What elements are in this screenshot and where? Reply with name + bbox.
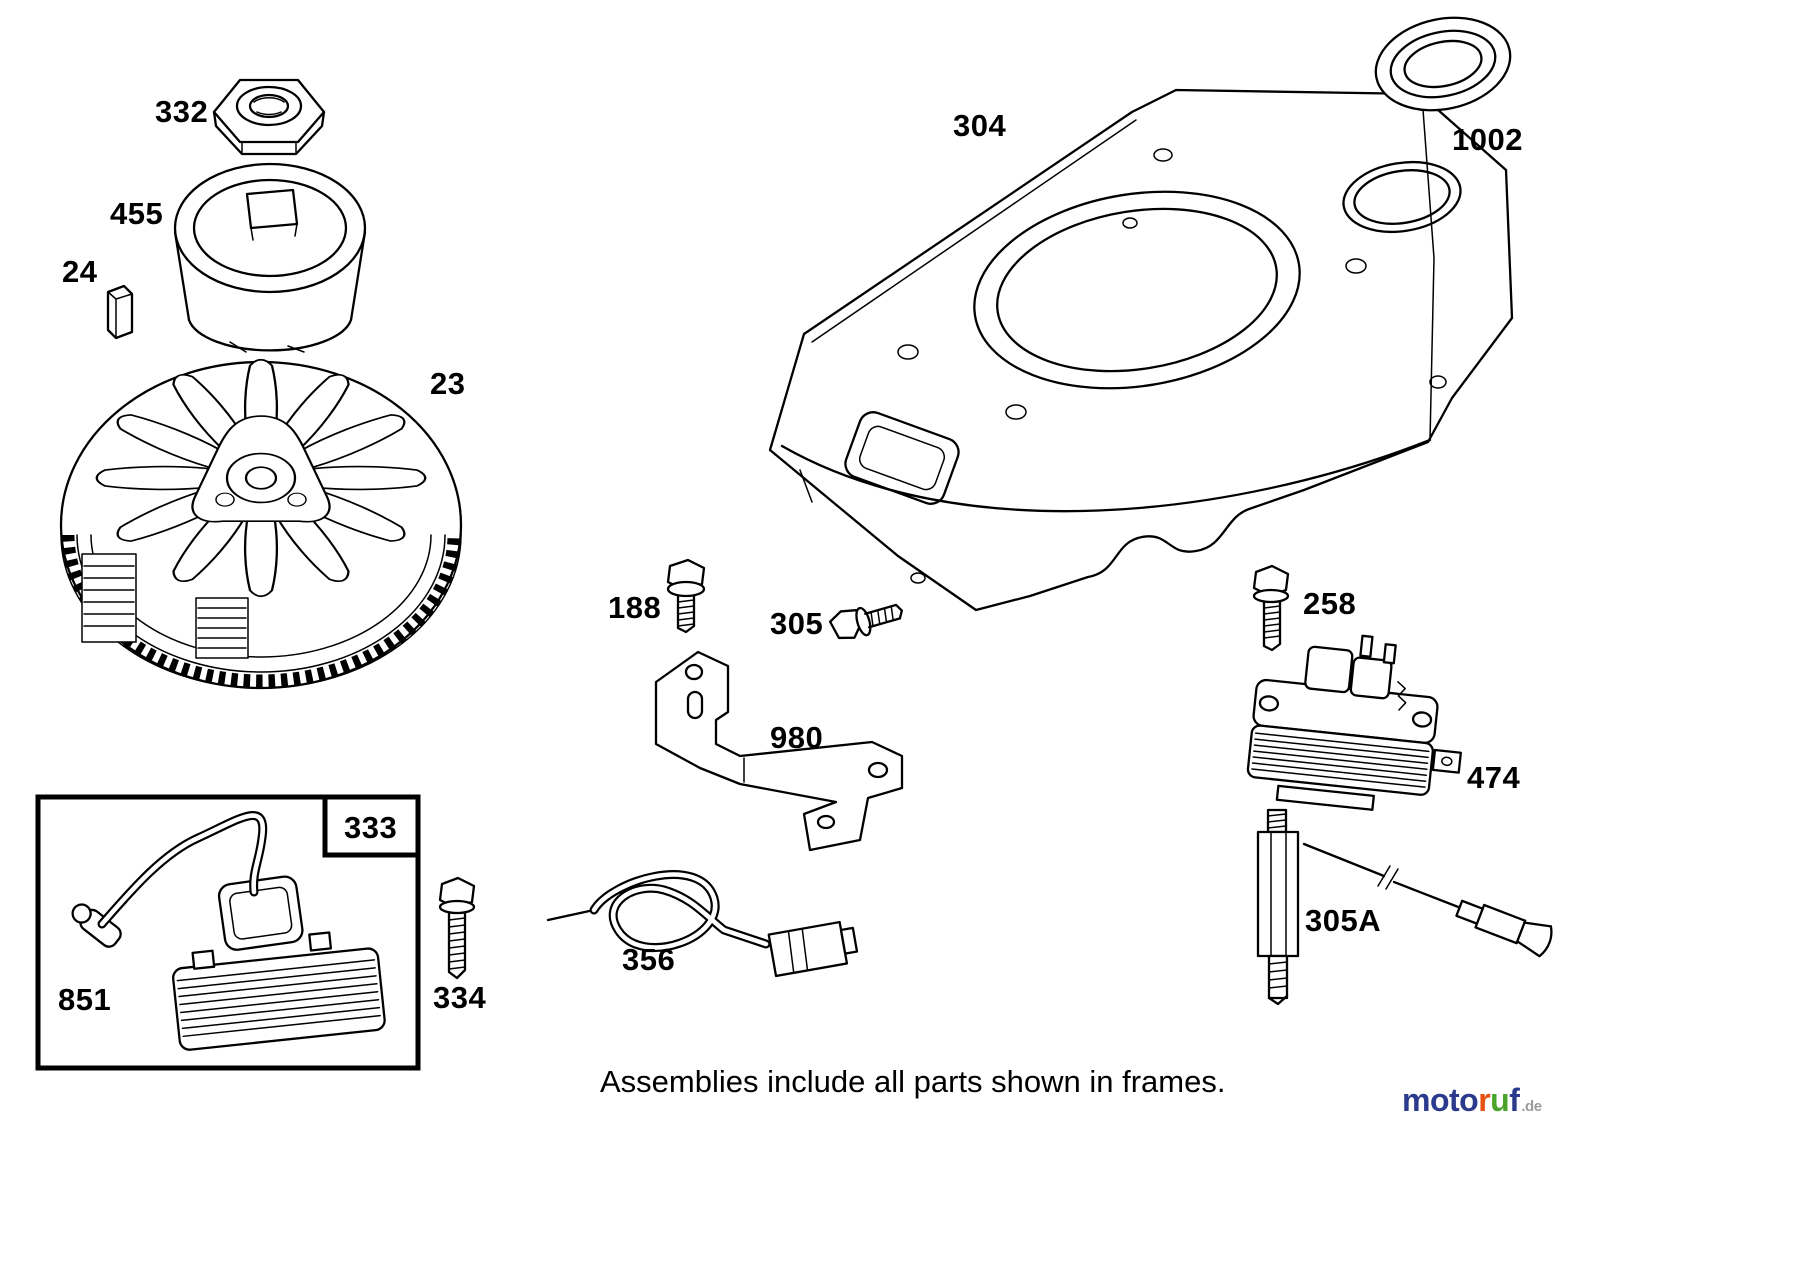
part-label-1002: 1002 [1452, 122, 1523, 157]
part-label-356: 356 [622, 942, 676, 977]
ignition-armature-474-drawing [1246, 634, 1462, 811]
bolt-334-drawing [438, 876, 476, 980]
flywheel-key-24-drawing [106, 284, 134, 340]
part-label-305: 305 [770, 606, 824, 641]
blower-housing-304-drawing [768, 88, 1514, 612]
part-label-23: 23 [430, 366, 466, 401]
assembly-frame-333 [35, 794, 421, 1071]
logo-text: motoruf [1402, 1082, 1520, 1118]
part-label-332: 332 [155, 94, 209, 129]
assembly-note: Assemblies include all parts shown in fr… [600, 1064, 1226, 1099]
part-label-24: 24 [62, 254, 98, 289]
part-label-305A: 305A [1305, 903, 1382, 938]
logo-suffix: .de [1521, 1098, 1542, 1115]
starter-cup-455-drawing [173, 162, 367, 353]
part-label-258: 258 [1303, 586, 1357, 621]
stop-wire-356-drawing [546, 870, 859, 978]
part-label-188: 188 [608, 590, 662, 625]
part-label-333: 333 [344, 810, 398, 845]
part-label-851: 851 [58, 982, 112, 1017]
flange-nut-332-drawing [212, 78, 326, 156]
part-label-334: 334 [433, 980, 487, 1015]
part-label-304: 304 [953, 108, 1007, 143]
part-label-980: 980 [770, 720, 824, 755]
flywheel-magnet-stack [81, 553, 249, 659]
grommet-1002-drawing [1374, 16, 1512, 112]
bracket-980-drawing [654, 650, 904, 852]
part-label-474: 474 [1467, 760, 1521, 795]
bolt-305-drawing [828, 603, 903, 640]
flywheel-23-drawing [59, 358, 463, 690]
motoruf-logo[interactable]: motoruf .de [1402, 1082, 1542, 1119]
standoff-305a-drawing [1256, 808, 1553, 1006]
ignition-coil-851-drawing [71, 811, 386, 1051]
bolt-258-drawing [1252, 564, 1290, 652]
part-label-455: 455 [110, 196, 164, 231]
bolt-188-drawing [666, 558, 706, 634]
